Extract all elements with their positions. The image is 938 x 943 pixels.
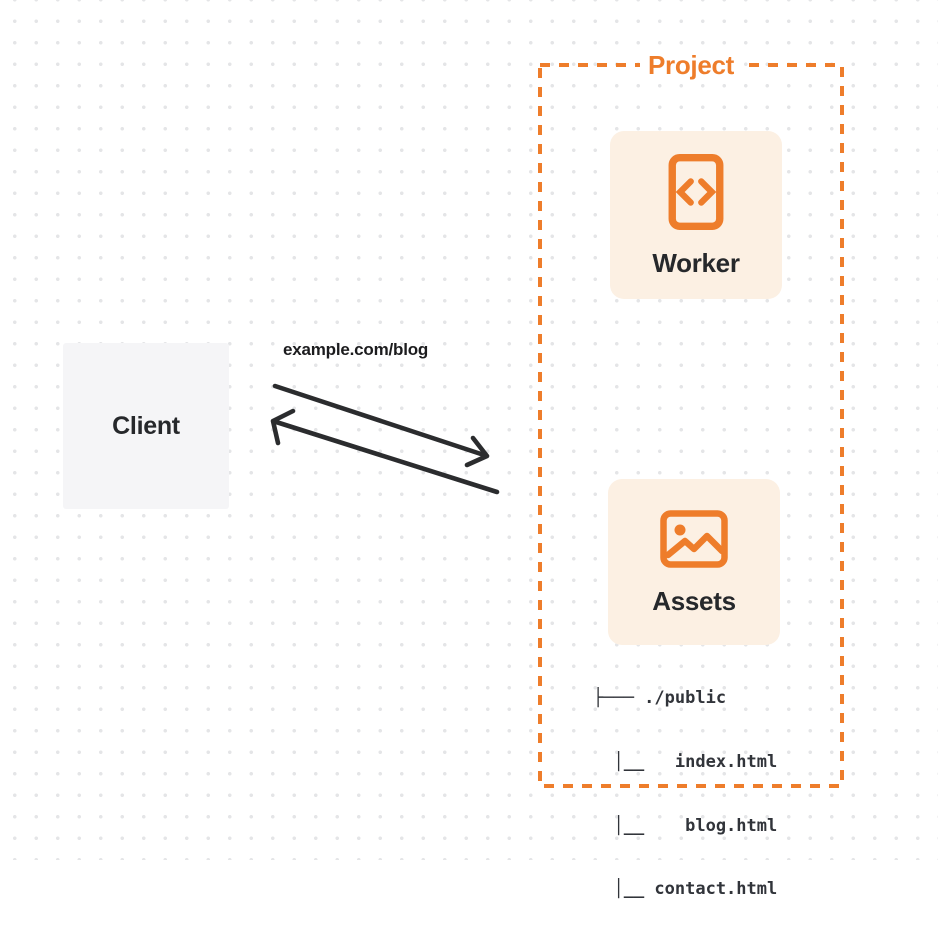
response-arrow (270, 408, 500, 495)
assets-file-tree: ├─── ./public │__ index.html │__ blog.ht… (593, 646, 777, 943)
image-icon (660, 510, 728, 568)
worker-label: Worker (652, 248, 740, 278)
tree-line-index: │__ index.html (593, 752, 778, 773)
request-arrow (272, 383, 490, 468)
request-url-label: example.com/blog (283, 340, 429, 359)
code-brackets-icon (668, 154, 724, 230)
client-node: Client (63, 343, 229, 509)
project-title-text: Project (639, 50, 743, 81)
tree-line-blog: │__ blog.html (593, 815, 778, 836)
assets-label: Assets (652, 586, 736, 616)
worker-node: Worker (610, 131, 782, 299)
diagram-canvas: Client example.com/blog Project Worker A… (0, 0, 938, 899)
tree-line-contact: │__ contact.html (593, 879, 778, 900)
tree-line-public: ├─── ./public (593, 688, 727, 709)
client-label: Client (112, 411, 180, 440)
assets-node: Assets (608, 479, 780, 645)
project-title: Project (540, 50, 842, 81)
